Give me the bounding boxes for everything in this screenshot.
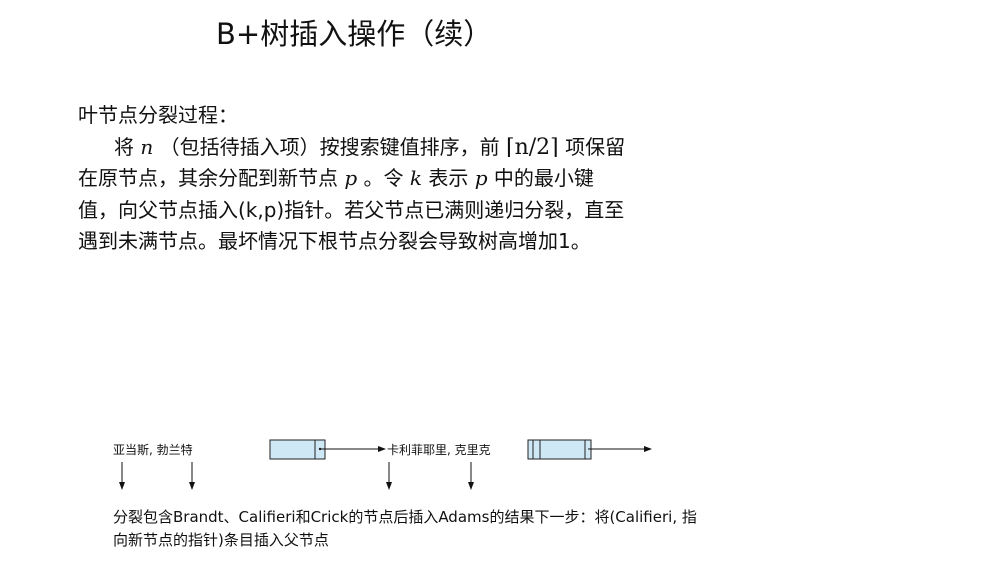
math-p: p <box>344 166 358 190</box>
body-line-1-a: 将 <box>114 134 134 159</box>
body-line-2-a: 在原节点，其余分配到新节点 <box>78 166 338 190</box>
math-ceil-open: ⌈ <box>505 134 515 160</box>
math-n: n <box>140 134 154 159</box>
figure-caption: 分裂包含Brandt、Califieri和Crick的节点后插入Adams的结果… <box>113 506 773 552</box>
leaf-right-label: 卡利菲耶里, 克里克 <box>387 443 491 457</box>
slide-title: B+树插入操作（续） <box>216 17 493 51</box>
math-ceil-close: ⌉ <box>550 134 559 160</box>
body-text: 叶节点分裂过程： 将 n （包括待插入项）按搜索键值排序，前 ⌈n/2⌉ 项保留… <box>78 100 718 258</box>
body-line-1: 将 n （包括待插入项）按搜索键值排序，前 ⌈n/2⌉ 项保留 <box>78 132 718 164</box>
body-line-1-c: 项保留 <box>565 134 626 159</box>
leaf-node-right <box>527 439 592 460</box>
leaf-node-left <box>269 439 326 460</box>
math-p-2: p <box>474 166 488 190</box>
body-line-2-c: 表示 <box>428 166 469 190</box>
leaf-node-left-box <box>269 439 326 460</box>
body-line-4: 遇到未满节点。最坏情况下根节点分裂会导致树高增加1。 <box>78 229 591 253</box>
next-pointer-dot <box>318 447 322 451</box>
body-line-1-b: （包括待插入项）按搜索键值排序，前 <box>159 134 500 159</box>
body-line-3: 值，向父节点插入(k,p)指针。若父节点已满则递归分裂，直至 <box>78 197 625 222</box>
body-heading: 叶节点分裂过程： <box>78 103 238 127</box>
caption-line-1: 分裂包含Brandt、Califieri和Crick的节点后插入Adams的结果… <box>113 508 697 526</box>
math-k: k <box>409 166 423 190</box>
leaf-left-label: 亚当斯, 勃兰特 <box>113 443 193 457</box>
body-line-2: 在原节点，其余分配到新节点 p 。令 k 表示 p 中的最小键 <box>78 163 718 195</box>
caption-line-2: 向新节点的指针)条目插入父节点 <box>113 531 329 549</box>
math-fraction: n/2 <box>514 134 551 160</box>
body-line-2-d: 中的最小键 <box>493 166 594 190</box>
body-line-2-b: 。令 <box>363 166 404 190</box>
leaf-node-right-box <box>527 439 592 460</box>
